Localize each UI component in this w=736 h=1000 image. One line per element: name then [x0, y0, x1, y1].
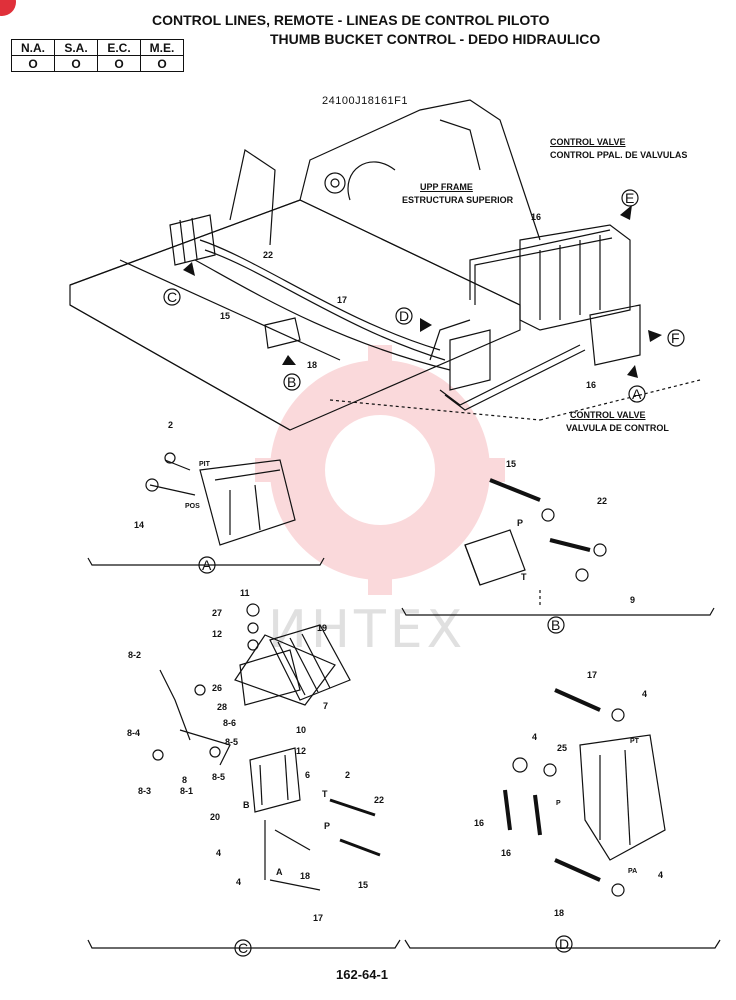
section-c-label: C	[238, 940, 249, 956]
port-label: T	[521, 572, 527, 582]
port-label: P	[324, 821, 331, 831]
part-number: 19	[317, 623, 328, 633]
port-label: P	[556, 800, 561, 807]
part-number: 8	[182, 775, 188, 785]
part-number: 16	[474, 818, 485, 828]
part-number: 10	[296, 725, 307, 735]
part-number: 8-4	[127, 728, 141, 738]
availability-header: M.E.	[140, 39, 184, 56]
part-number: 18	[307, 360, 318, 370]
callout-circle	[555, 935, 573, 953]
control-valve-es-label: VALVULA DE CONTROL	[566, 423, 669, 433]
part-number: 4	[236, 877, 242, 887]
part-number: 9	[630, 595, 636, 605]
section-a-label: A	[202, 557, 212, 573]
part-number: 20	[210, 812, 221, 822]
control-valve-main-es-label: CONTROL PPAL. DE VALVULAS	[550, 150, 688, 160]
page-subtitle: THUMB BUCKET CONTROL - DEDO HIDRAULICO	[270, 31, 601, 47]
part-number: 4	[216, 848, 222, 858]
callout-e: E	[625, 190, 635, 206]
part-number: 8-5	[225, 737, 239, 747]
part-number: 12	[296, 746, 307, 756]
part-number: 8-2	[128, 650, 142, 660]
part-number: 22	[374, 795, 385, 805]
port-label: T	[322, 789, 328, 799]
part-number: 12	[212, 629, 223, 639]
page-number: 162-64-1	[336, 967, 389, 982]
part-number: 11	[240, 588, 250, 598]
part-number: 18	[300, 871, 311, 881]
port-label: A	[276, 867, 283, 877]
corner-marker-icon	[0, 0, 16, 16]
part-number: 4	[658, 870, 664, 880]
part-number: 25	[557, 743, 568, 753]
callout-c: C	[167, 289, 178, 305]
part-number: 16	[501, 848, 512, 858]
control-valve-label: CONTROL VALVE	[570, 410, 646, 420]
port-label: PT	[630, 738, 639, 745]
upp-frame-es-label: ESTRUCTURA SUPERIOR	[402, 195, 514, 205]
availability-value: O	[11, 55, 55, 72]
part-number: 16	[531, 212, 542, 222]
part-number: 17	[313, 913, 324, 923]
callout-circle	[628, 385, 646, 403]
part-number: 14	[134, 520, 145, 530]
upp-frame-label: UPP FRAME	[420, 182, 473, 192]
callout-circle	[283, 373, 301, 391]
callout-f: F	[671, 330, 680, 346]
part-number: 15	[220, 311, 231, 321]
port-label: PIT	[199, 461, 210, 468]
port-label: B	[243, 800, 250, 810]
part-number: 7	[323, 701, 329, 711]
part-number: 17	[587, 670, 598, 680]
part-number: 15	[506, 459, 517, 469]
callout-a: A	[632, 386, 642, 402]
port-label: P	[517, 518, 524, 528]
part-number: 6	[305, 770, 311, 780]
section-b-label: B	[551, 617, 561, 633]
part-number: 16	[586, 380, 597, 390]
part-number: 28	[217, 702, 228, 712]
callout-d: D	[399, 308, 410, 324]
part-number: 2	[168, 420, 174, 430]
port-label: POS	[185, 503, 200, 510]
availability-table: N.A. S.A. E.C. M.E. O O O O	[11, 39, 184, 72]
callout-circle	[234, 939, 252, 957]
callout-circle	[163, 288, 181, 306]
callout-circle	[667, 329, 685, 347]
part-number: 26	[212, 683, 223, 693]
part-number: 17	[337, 295, 348, 305]
port-label: PA	[628, 868, 638, 875]
part-number: 4	[532, 732, 538, 742]
part-number: 15	[358, 880, 369, 890]
part-number: 4	[642, 689, 648, 699]
callout-circle	[395, 307, 413, 325]
control-valve-main-label: CONTROL VALVE	[550, 137, 626, 147]
part-number: 18	[554, 908, 565, 918]
availability-value: O	[140, 55, 184, 72]
drawing-code: 24100J18161F1	[322, 95, 409, 107]
part-number: 8-6	[223, 718, 237, 728]
section-d-label: D	[559, 936, 570, 952]
callout-b: B	[287, 374, 297, 390]
callout-circle	[547, 616, 565, 634]
part-number: 27	[212, 608, 223, 618]
page-title: CONTROL LINES, REMOTE - LINEAS DE CONTRO…	[152, 12, 550, 28]
part-number: 8-5	[212, 772, 226, 782]
part-number: 8-1	[180, 786, 194, 796]
callout-circle	[198, 556, 216, 574]
part-number: 22	[597, 496, 608, 506]
part-number: 8-3	[138, 786, 152, 796]
callout-circle	[621, 189, 639, 207]
part-number: 22	[263, 250, 274, 260]
part-number: 2	[345, 770, 351, 780]
